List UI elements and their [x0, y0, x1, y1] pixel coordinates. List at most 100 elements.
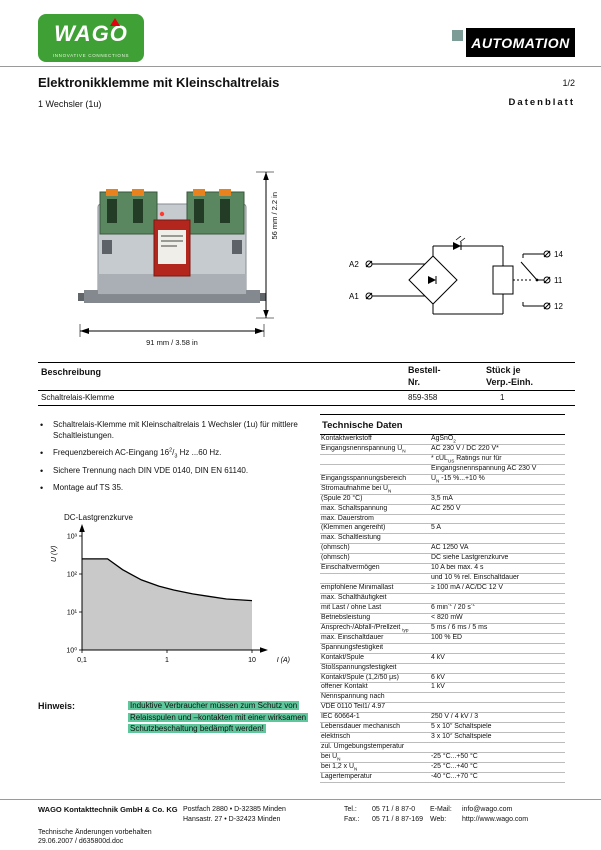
footer-fax-value: 05 71 / 8 87-169 [372, 815, 423, 823]
tech-row: bei UN-25 °C...+50 °C [320, 753, 565, 763]
tech-row-value [431, 664, 565, 673]
tech-row-label: (ohmsch) [321, 544, 350, 552]
tech-row-label: Betriebsleistung [321, 613, 371, 621]
tech-row-label: Eingangsspannungsbereich [321, 474, 407, 482]
footer-email-value: info@wago.com [462, 806, 513, 813]
wago-logo: WAGO INNOVATIVE CONNECTIONS [38, 14, 144, 62]
wago-logo-red-accent-icon [110, 18, 120, 26]
y-tick-label: 10⁰ [66, 647, 77, 655]
bullet-icon: • [40, 420, 44, 430]
tech-row: (ohmsch)DC siehe Lastgrenzkurve [320, 554, 565, 565]
tech-title-box: Technische Daten [320, 414, 565, 435]
tech-row-label: Nennspannung nach [321, 693, 385, 701]
tech-row-label: Lagertemperatur [321, 772, 372, 780]
tech-row-label: bei UN [321, 753, 341, 762]
tech-row: max. Dauerstrom [320, 515, 565, 525]
tech-row-value: < 820 mW [431, 613, 463, 621]
tech-row-value: AC 250 V [431, 504, 461, 512]
tech-row-value: 6 min-1 / 20 s-1 [431, 603, 475, 611]
tech-row-label [320, 455, 431, 464]
dc-load-curve-line [82, 558, 253, 602]
tech-row-value: -40 °C...+70 °C [431, 772, 478, 780]
tech-row-label: Spannungsfestigkeit [321, 643, 384, 651]
tech-row-label: max. Dauerstrom [321, 514, 374, 522]
order-col-qty-line1: Stück je [486, 365, 521, 375]
tech-row-value: AgSnO2 [431, 435, 456, 444]
tech-row: (Spule 20 °C)3,5 mA [320, 495, 565, 505]
tech-row-value: und 10 % rel. Einschaltdauer [431, 574, 520, 582]
feature-item: •Montage auf TS 35. [40, 483, 310, 494]
tech-row-value: 4 kV [431, 653, 445, 661]
x-axis-label: I (A) [277, 657, 290, 664]
footer-fax-label: Fax.: [344, 815, 360, 823]
tech-row-value: UN -15 %...+10 % [431, 474, 485, 484]
tech-row: VDE 0110 Teil1/ 4.97 [320, 703, 565, 714]
feature-text: Sichere Trennung nach DIN VDE 0140, DIN … [53, 465, 249, 475]
tech-row-value [431, 534, 565, 543]
tech-row-label: (Spule 20 °C) [321, 494, 363, 502]
tech-row-label: (Klemmen angereiht) [321, 524, 386, 532]
order-col-orderno-line1: Bestell- [408, 365, 441, 375]
tech-row: max. Einschaltdauer 100 % ED [320, 634, 565, 644]
bullet-icon: • [40, 465, 44, 476]
tech-row-label: Stoßspannungsfestigkeit [321, 663, 397, 671]
tech-row-label: max. Schaltspannung [321, 504, 388, 512]
tech-row-label: mit Last / ohne Last [321, 603, 382, 611]
feature-text: Montage auf TS 35. [53, 483, 124, 492]
tech-row-label: bei 1,2 x UN [321, 762, 358, 772]
tech-row: mit Last / ohne Last 6 min-1 / 20 s-1 [320, 604, 565, 614]
tech-row-label: max. Schaltleistung [321, 534, 381, 542]
footer-address-line1: Postfach 2880 • D-32385 Minden [183, 806, 286, 813]
tech-row: Stoßspannungsfestigkeit [320, 664, 565, 674]
tech-row-value [431, 693, 565, 702]
order-table-header: Beschreibung Bestell- Nr. Stück je Verp.… [38, 363, 575, 391]
page-subtitle: 1 Wechsler (1u) [38, 99, 102, 109]
tech-row: bei 1,2 x UN-25 °C...+40 °C [320, 763, 565, 773]
x-tick-label: 1 [165, 657, 169, 664]
tech-row-value: AC 1250 VA [431, 544, 469, 552]
footer-address: Postfach 2880 • D-32385 Minden Hansastr.… [183, 805, 286, 824]
height-dimension-arrow [256, 171, 274, 319]
y-axis-arrow [79, 524, 85, 532]
footer-notes: Technische Änderungen vorbehalten 29.06.… [38, 828, 152, 846]
tech-row: Lagertemperatur -40 °C...+70 °C [320, 773, 565, 783]
tech-row-value: Eingangsnennspannung AC 230 V [431, 464, 537, 472]
feature-text: Schaltrelais-Klemme mit Kleinschaltrelai… [53, 420, 298, 440]
tech-row-value: 10 A bei max. 4 s [431, 564, 484, 572]
tech-row-label [320, 465, 431, 474]
footer-web-value: http://www.wago.com [462, 815, 529, 823]
footer-address-line2: Hansastr. 27 • D-32423 Minden [183, 815, 281, 823]
x-tick-label: 0,1 [77, 657, 87, 664]
tech-row-label: max. Einschaltdauer [321, 633, 384, 641]
tech-row-value [431, 743, 565, 752]
y-axis-label: U (V) [51, 546, 58, 562]
tech-row-label [320, 574, 431, 583]
tech-row-value: 5 ms / 6 ms / 5 ms [431, 623, 488, 631]
curve-fill-area [82, 558, 252, 650]
tech-row-label: (ohmsch) [321, 554, 350, 562]
page-title: Elektronikklemme mit Kleinschaltrelais [38, 75, 280, 90]
tech-row: Eingangsspannungsbereich UN -15 %...+10 % [320, 475, 565, 485]
x-tick-label: 10 [248, 657, 256, 664]
height-dimension-label: 56 mm / 2.2 in [270, 192, 279, 240]
width-dimension-arrow [79, 324, 265, 337]
tech-row-value: 100 % ED [431, 633, 463, 641]
order-col-orderno-line2: Nr. [408, 377, 421, 387]
hinweis-text: Induktive Verbraucher müssen zum Schutz … [128, 701, 309, 734]
y-tick-label: 10¹ [67, 610, 78, 617]
footer-divider [0, 799, 601, 800]
schematic-label-11: 11 [554, 276, 563, 285]
automation-accent-square [452, 30, 463, 41]
tech-row: Spannungsfestigkeit [320, 644, 565, 654]
feature-text: Frequenzbereich AC-Eingang 162/3 Hz ...6… [53, 447, 222, 460]
tech-row-value: 6 kV [431, 673, 445, 681]
feature-item: • Schaltrelais-Klemme mit Kleinschaltrela… [40, 420, 310, 441]
